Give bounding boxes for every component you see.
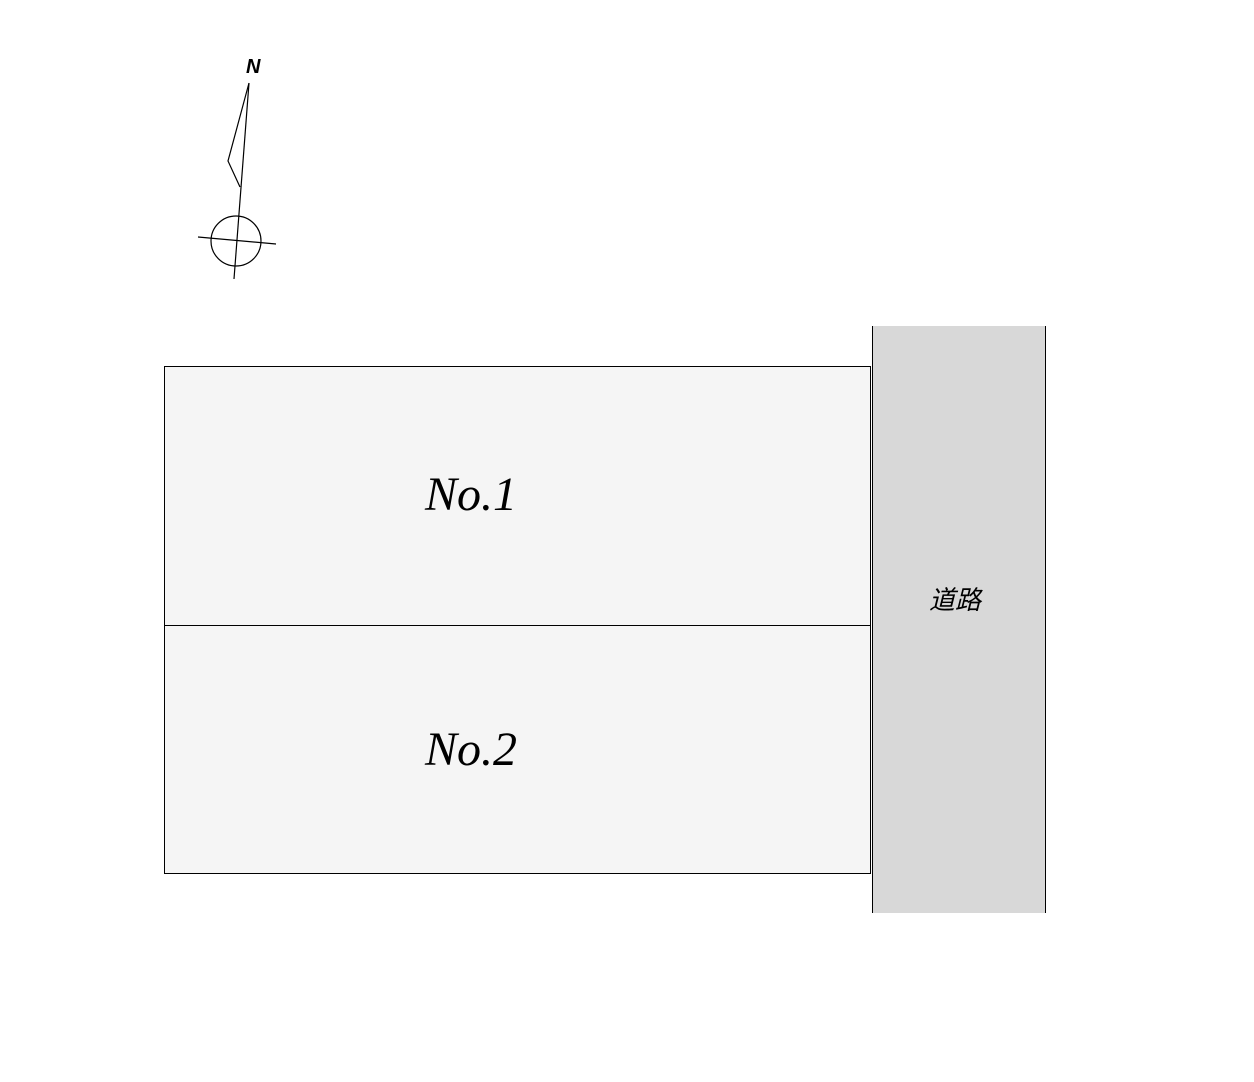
north-compass: N <box>197 56 277 280</box>
lot-2-label: No.2 <box>425 723 518 776</box>
compass-north-label: N <box>246 56 261 78</box>
road: 道路 <box>872 326 1046 913</box>
north-arrow-icon <box>197 82 277 280</box>
road-label: 道路 <box>929 586 982 616</box>
lot-1-label: No.1 <box>425 468 518 521</box>
lot-2: No.2 <box>164 625 871 874</box>
lot-1: No.1 <box>164 366 871 626</box>
